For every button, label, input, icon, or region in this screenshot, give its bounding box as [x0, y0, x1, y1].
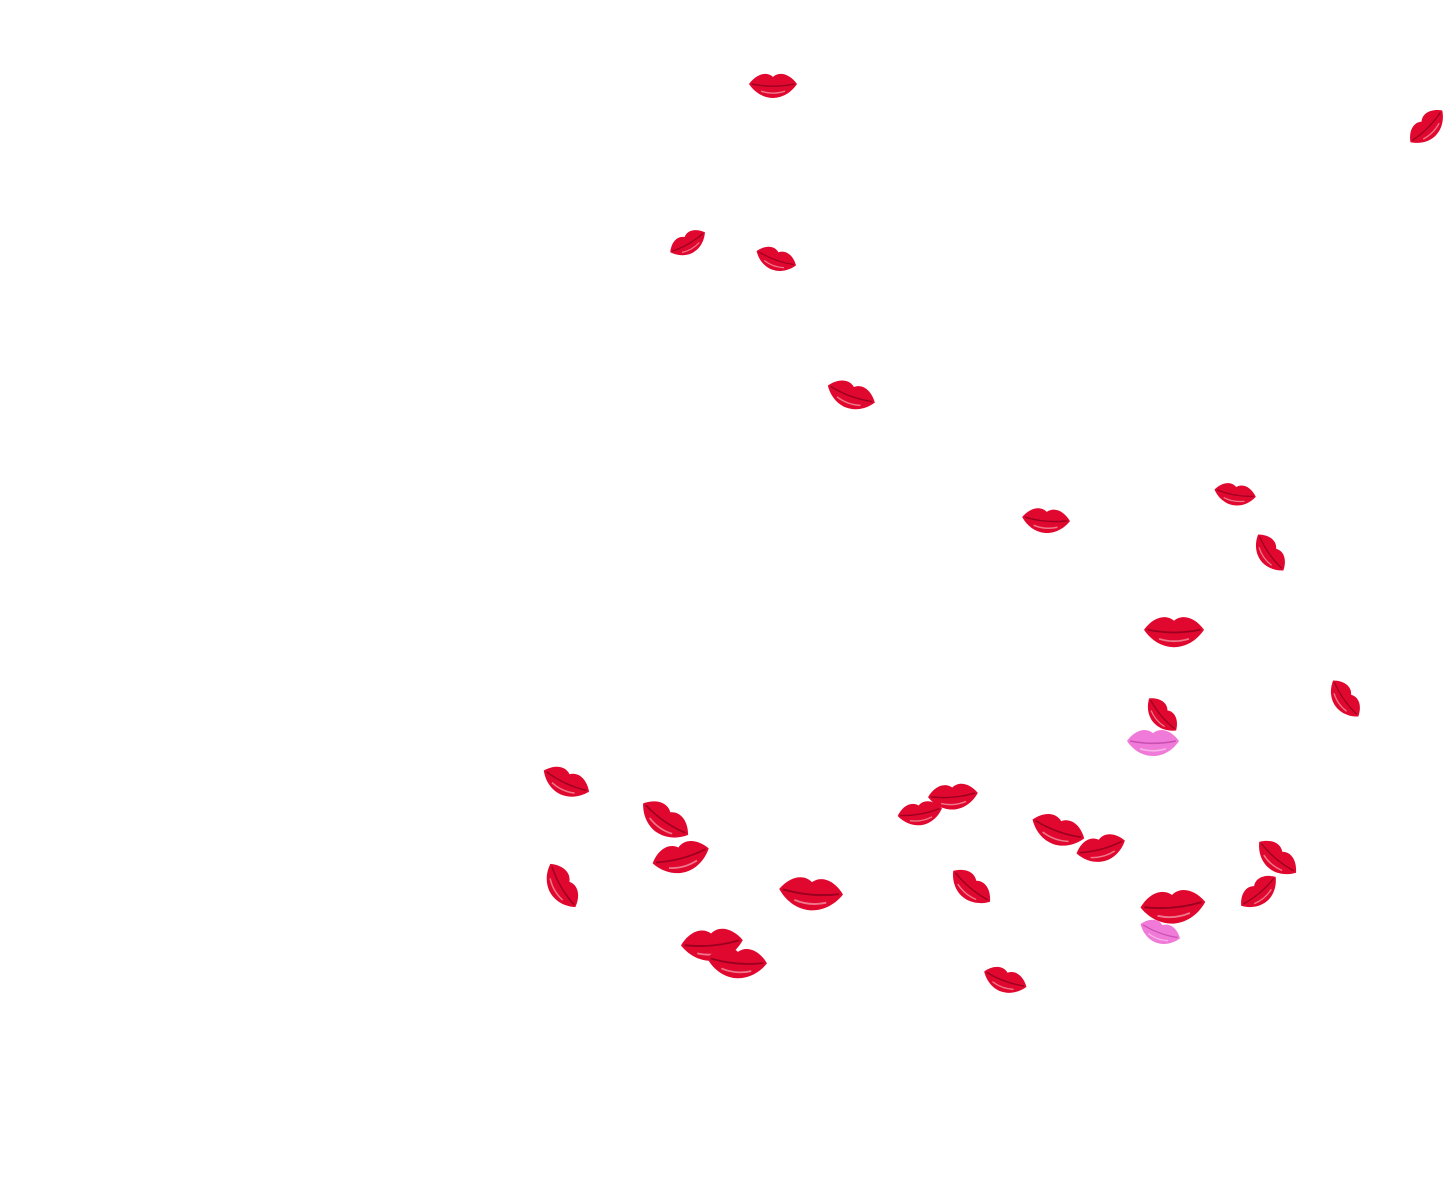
red-lips — [827, 380, 875, 410]
red-lips — [779, 877, 843, 911]
red-lips — [897, 801, 943, 826]
red-lips — [749, 73, 797, 98]
red-lips — [1147, 698, 1178, 731]
red-lips — [1076, 834, 1125, 862]
red-lips — [928, 783, 978, 810]
red-lips — [543, 766, 590, 797]
red-lips — [1255, 534, 1285, 571]
red-lips — [1410, 110, 1443, 143]
lips-group — [543, 73, 1443, 993]
red-lips — [756, 246, 797, 271]
red-lips — [1032, 814, 1085, 846]
red-lips — [1140, 890, 1206, 924]
red-lips — [1144, 617, 1204, 648]
red-lips — [953, 869, 991, 904]
red-lips — [1259, 840, 1297, 875]
red-lips — [546, 863, 579, 908]
red-lips — [643, 801, 689, 838]
red-lips — [984, 966, 1027, 993]
red-lips — [1241, 875, 1276, 908]
red-lips — [670, 230, 705, 256]
red-lips — [1214, 483, 1256, 506]
red-lips — [1022, 508, 1070, 533]
red-lips — [707, 947, 767, 979]
red-lips — [652, 841, 709, 874]
red-lips — [1330, 680, 1360, 717]
pink-lips — [1140, 919, 1181, 944]
pink-lips — [1127, 729, 1179, 757]
